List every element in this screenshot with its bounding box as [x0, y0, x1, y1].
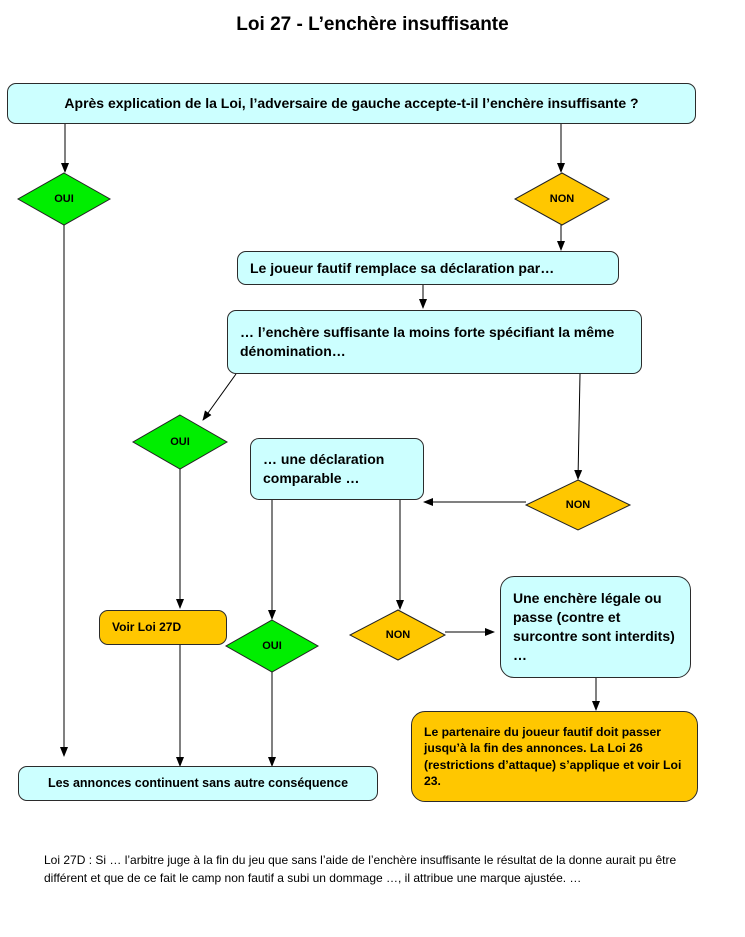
node-partner-pass-text: Le partenaire du joueur fautif doit pass…: [424, 724, 682, 788]
node-lowest-sufficient: … l’enchère suffisante la moins forte sp…: [227, 310, 642, 374]
decision-label-yes1: OUI: [54, 193, 74, 205]
decision-diamond-no3: [348, 609, 447, 661]
node-replace: Le joueur fautif remplace sa déclaration…: [237, 251, 619, 285]
node-see-27d-text: Voir Loi 27D: [112, 620, 182, 635]
node-question-text: Après explication de la Loi, l’adversair…: [64, 95, 639, 112]
footnote-law-27d: Loi 27D : Si … l’arbitre juge à la fin d…: [44, 853, 677, 885]
node-replace-text: Le joueur fautif remplace sa déclaration…: [250, 259, 555, 276]
node-see-27d: Voir Loi 27D: [99, 610, 227, 645]
node-comparable: … une déclaration comparable …: [250, 438, 424, 500]
page-title: Loi 27 - L’enchère insuffisante: [236, 14, 509, 35]
decision-label-no3: NON: [385, 629, 411, 641]
decision-diamond-no1: [513, 172, 611, 226]
decision-label-yes3: OUI: [262, 640, 282, 652]
node-lowest-sufficient-text: … l’enchère suffisante la moins forte sp…: [240, 324, 615, 359]
arrow-lowest-to-yes2: [202, 373, 237, 421]
decision-label-no2: NON: [565, 499, 591, 511]
node-legal-or-pass: Une enchère légale ou passe (contre et s…: [500, 576, 691, 678]
decision-label-yes2: OUI: [170, 436, 190, 448]
node-question: Après explication de la Loi, l’adversair…: [7, 83, 696, 124]
node-legal-or-pass-text: Une enchère légale ou passe (contre et s…: [513, 590, 675, 663]
node-partner-pass: Le partenaire du joueur fautif doit pass…: [411, 711, 698, 802]
decision-diamond-no2: [524, 479, 632, 531]
node-continue: Les annonces continuent sans autre consé…: [18, 766, 378, 801]
decision-label-no1: NON: [549, 193, 575, 205]
node-comparable-text: … une déclaration comparable …: [263, 451, 385, 486]
node-continue-text: Les annonces continuent sans autre consé…: [47, 776, 349, 791]
arrow-lowest-to-no2: [574, 373, 583, 480]
